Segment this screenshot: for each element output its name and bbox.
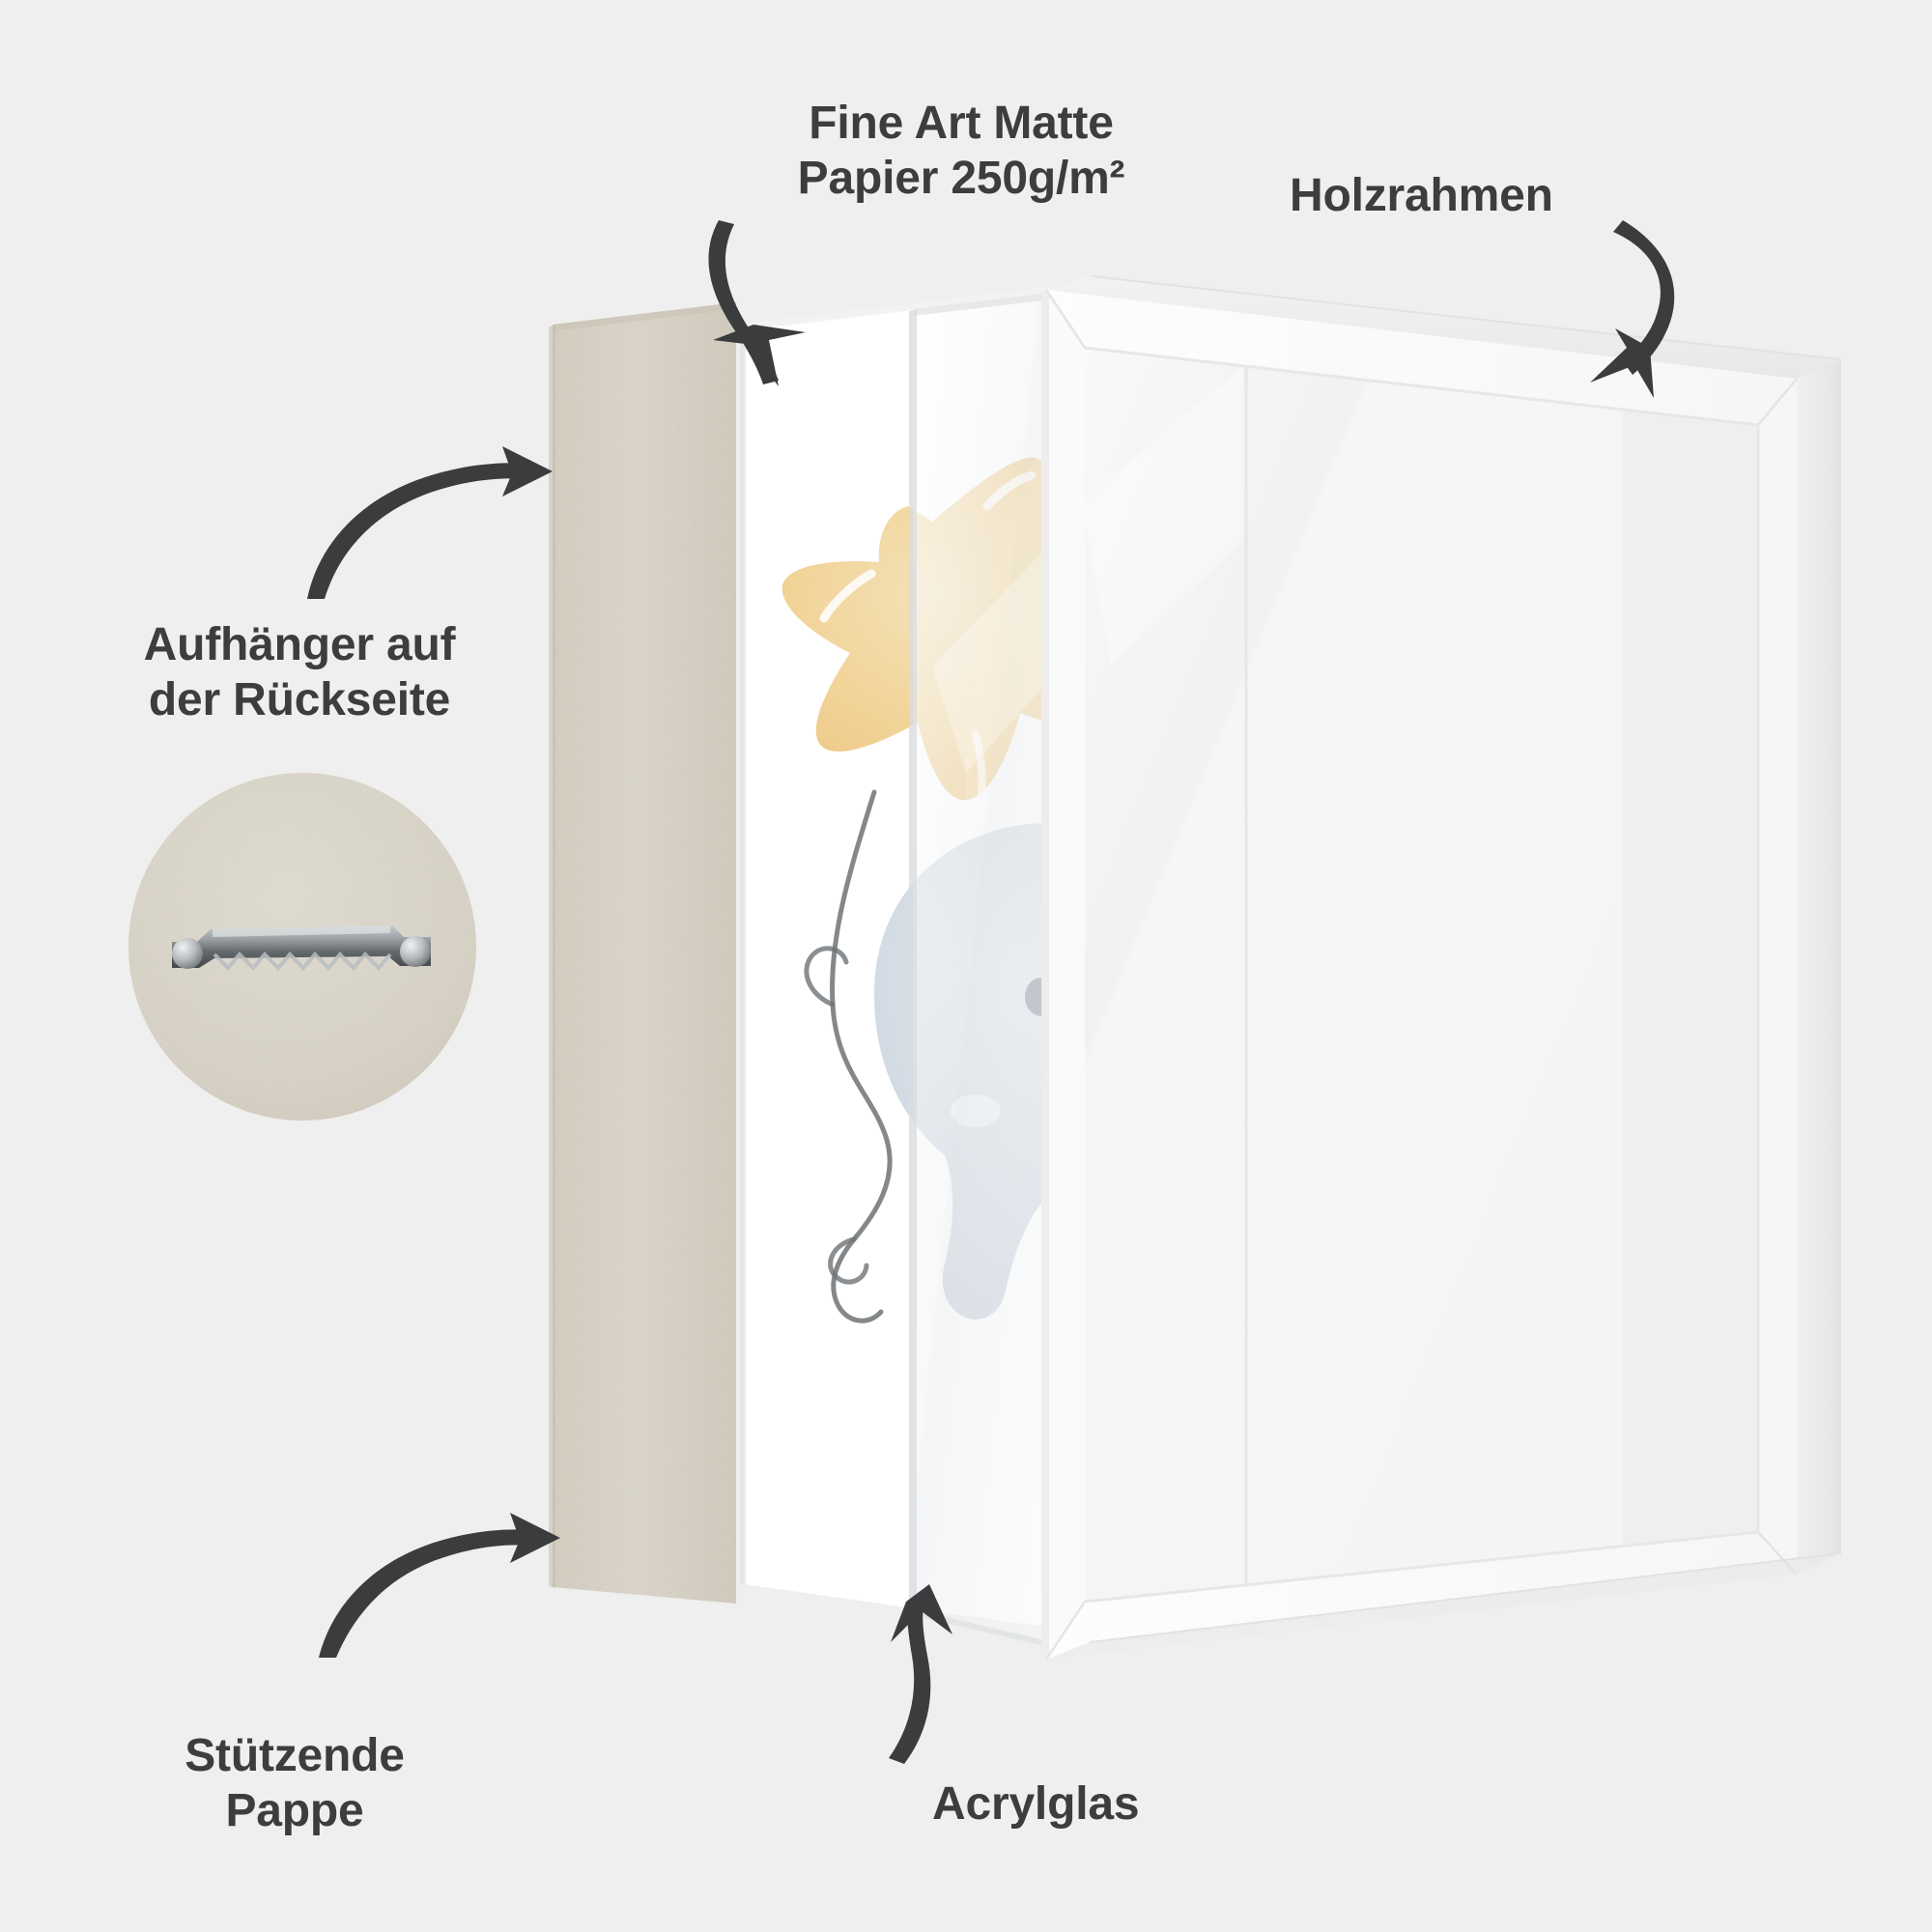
annotation-arrows [307, 220, 1675, 1764]
layer-acrylic-glass[interactable] [909, 293, 1053, 1648]
arrow-to-acrylic-icon [889, 1584, 952, 1764]
arrow-to-frame-icon [1590, 220, 1675, 398]
label-frame: Holzrahmen [1290, 170, 1553, 221]
sawtooth-hanger-icon [172, 925, 431, 971]
hanger-detail-circle[interactable] [128, 773, 476, 1121]
arrow-to-backing-board-icon [307, 446, 553, 599]
label-paper: Fine Art Matte Papier 250g/m² [797, 98, 1125, 204]
label-hanger: Aufhänger auf der Rückseite [143, 619, 456, 725]
arrow-to-cardboard-icon [319, 1513, 560, 1658]
label-backing: Stützende Pappe [185, 1730, 405, 1836]
frame-glass-sheet [1063, 290, 1623, 1642]
layer-backing-board[interactable] [549, 302, 736, 1604]
arrow-to-paper-icon [708, 220, 806, 386]
label-acrylic: Acrylglas [932, 1778, 1140, 1830]
